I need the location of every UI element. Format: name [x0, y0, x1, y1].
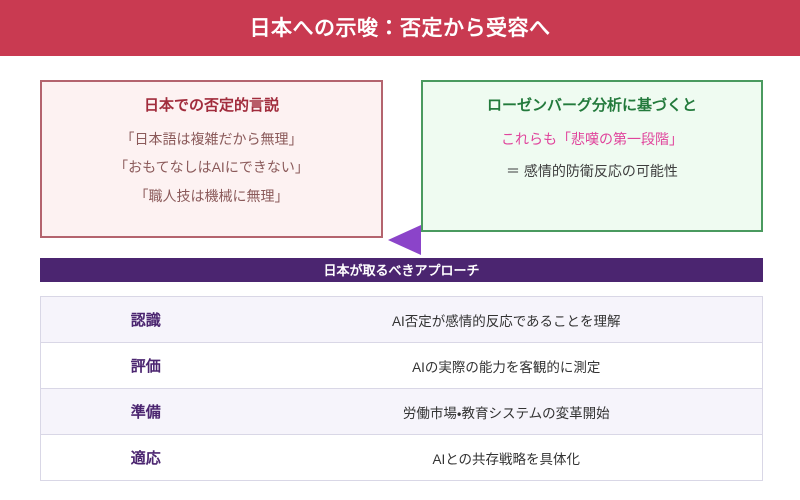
- table-row: 認識 AI否定が感情的反応であることを理解: [40, 296, 763, 343]
- approach-step-detail: AIとの共存戦略を具体化: [250, 434, 763, 481]
- approach-step-label: 認識: [40, 296, 251, 343]
- approach-band-label: 日本が取るべきアプローチ: [323, 262, 480, 278]
- table-row: 準備 労働市場・教育システムの変革開始: [40, 388, 763, 435]
- approach-step-label: 評価: [40, 342, 251, 389]
- table-row: 適応 AIとの共存戦略を具体化: [40, 434, 763, 481]
- approach-step-label: 適応: [40, 434, 251, 481]
- table-row: 評価 AIの実際の能力を客観的に測定: [40, 342, 763, 389]
- left-arrow-icon: [388, 225, 421, 255]
- negative-discourse-line-3: 「職人技は機械に無理」: [134, 188, 289, 205]
- negative-discourse-line-2: 「おもてなしはAIにできない」: [114, 159, 309, 176]
- rosenberg-analysis-conclusion: ＝ 感情的防衛反応の可能性: [506, 163, 678, 180]
- negative-discourse-line-1: 「日本語は複雑だから無理」: [120, 130, 303, 147]
- rosenberg-analysis-highlight: これらも「悲嘆の第一段階」: [501, 130, 683, 147]
- approach-step-detail: AI否定が感情的反応であることを理解: [250, 296, 763, 343]
- negative-discourse-box: 日本での否定的言説 「日本語は複雑だから無理」 「おもてなしはAIにできない」 …: [40, 80, 383, 238]
- approach-step-detail: 労働市場・教育システムの変革開始: [250, 388, 763, 435]
- approach-table: 認識 AI否定が感情的反応であることを理解 評価 AIの実際の能力を客観的に測定…: [40, 296, 763, 481]
- rosenberg-analysis-box: ローゼンバーグ分析に基づくと これらも「悲嘆の第一段階」 ＝ 感情的防衛反応の可…: [421, 80, 763, 232]
- comparison-section: 日本での否定的言説 「日本語は複雑だから無理」 「おもてなしはAIにできない」 …: [0, 80, 800, 255]
- rosenberg-analysis-title: ローゼンバーグ分析に基づくと: [486, 97, 697, 114]
- approach-step-detail: AIの実際の能力を客観的に測定: [250, 342, 763, 389]
- page-title: 日本への示唆：否定から受容へ: [249, 16, 551, 40]
- approach-step-label: 準備: [40, 388, 251, 435]
- slide-header: 日本への示唆：否定から受容へ: [0, 0, 800, 56]
- negative-discourse-title: 日本での否定的言説: [143, 97, 279, 114]
- approach-band: 日本が取るべきアプローチ: [40, 258, 763, 282]
- approach-table-body: 認識 AI否定が感情的反応であることを理解 評価 AIの実際の能力を客観的に測定…: [40, 296, 763, 481]
